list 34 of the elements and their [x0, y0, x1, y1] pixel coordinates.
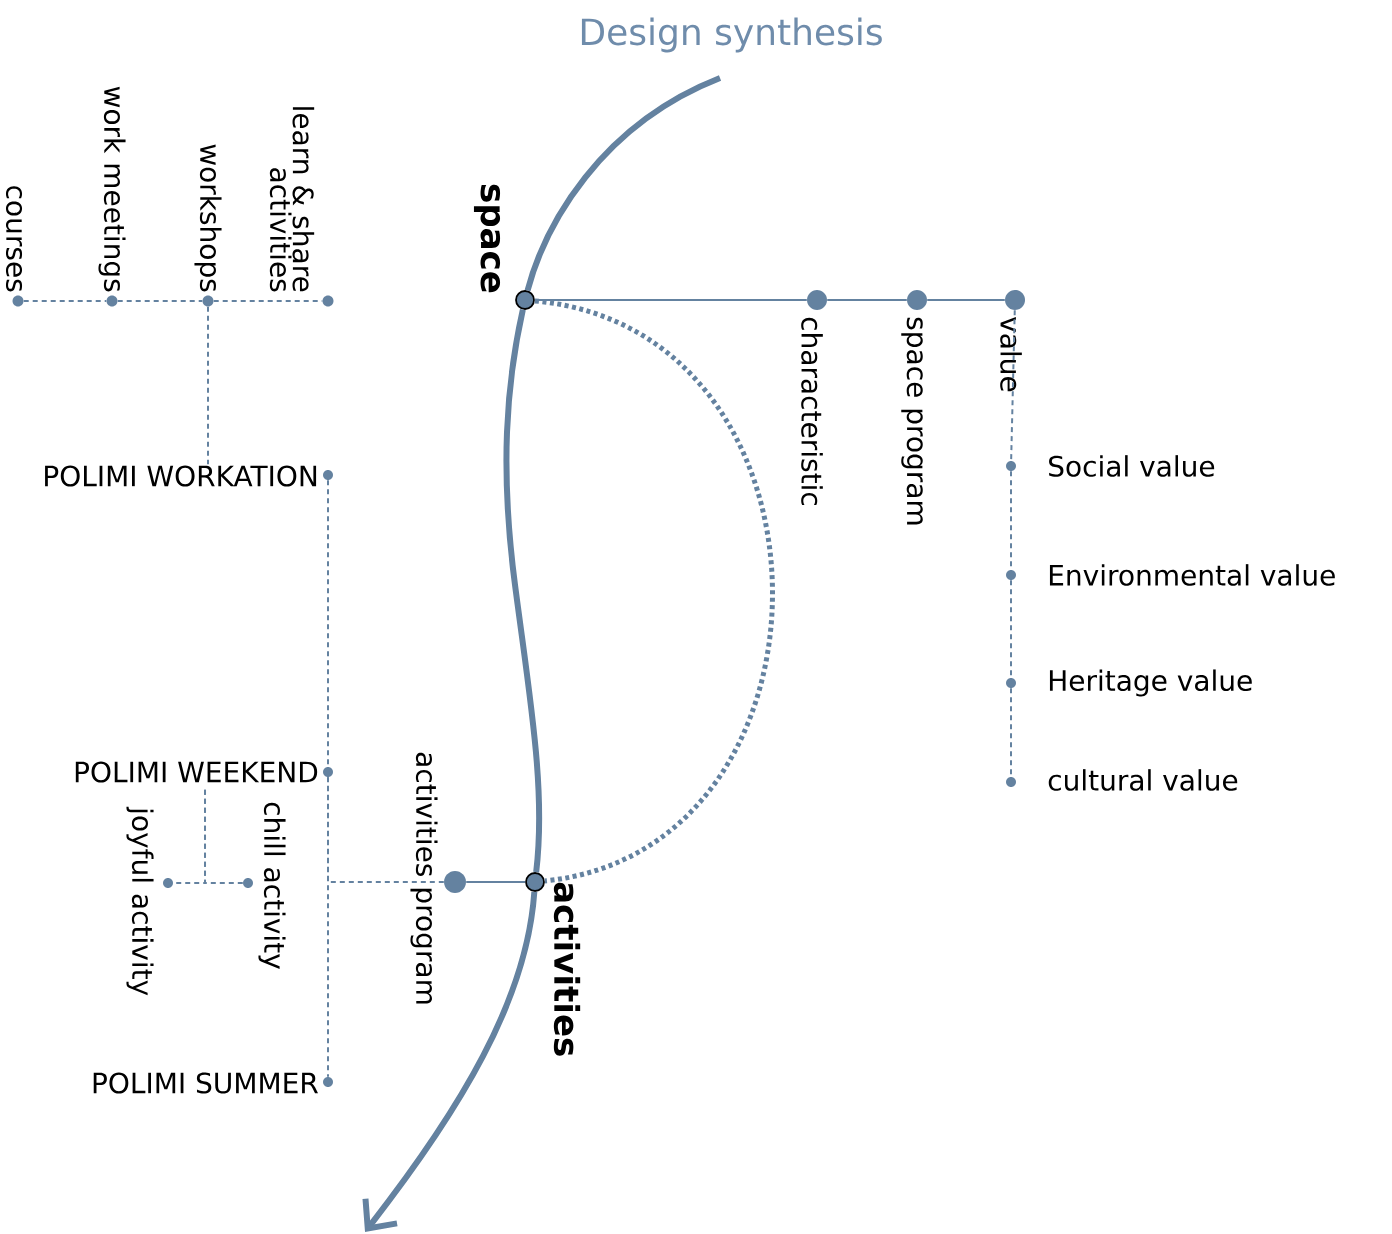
node-label: courses	[5, 186, 23, 292]
node-label: activities program	[410, 752, 438, 1004]
node-label: Social value	[1049, 455, 1215, 477]
node-label: cultural value	[1048, 769, 1238, 791]
connector-line	[826, 299, 908, 301]
node-label: space program	[901, 317, 923, 525]
dashed-line	[327, 776, 329, 1078]
node-label: Heritage value	[1049, 669, 1252, 697]
node-label: learn & share activities	[269, 107, 315, 292]
curve-line	[503, 309, 543, 873]
dashed-line	[207, 305, 209, 466]
node-label: POLIMI SUMMER	[93, 1072, 318, 1094]
node-label: characteristic	[801, 317, 823, 506]
dashed-line	[1010, 309, 1016, 462]
node-label: POLIMI WORKATION	[45, 465, 317, 487]
dotted-arc	[534, 298, 775, 884]
connector-line	[533, 299, 808, 301]
curve-line	[524, 75, 722, 292]
node-label: work meetings	[98, 86, 126, 292]
node-label: joyful activity	[126, 806, 154, 996]
node-label: POLIMI WEEKEND	[75, 761, 318, 783]
connector-line	[926, 299, 1006, 301]
node-label: chill activity	[258, 802, 286, 969]
dashed-line	[22, 300, 108, 302]
curve-arrow	[362, 891, 538, 1232]
heading-label: activities	[553, 882, 581, 1056]
node-label: workshops	[194, 144, 222, 292]
dashed-line	[204, 788, 244, 884]
node-label: Environmental value	[1049, 564, 1335, 586]
connector-line	[465, 881, 527, 883]
heading-label: space	[473, 184, 501, 293]
title: Design synthesis	[581, 17, 882, 53]
dashed-line	[116, 300, 204, 302]
node-label: value	[1000, 317, 1022, 392]
